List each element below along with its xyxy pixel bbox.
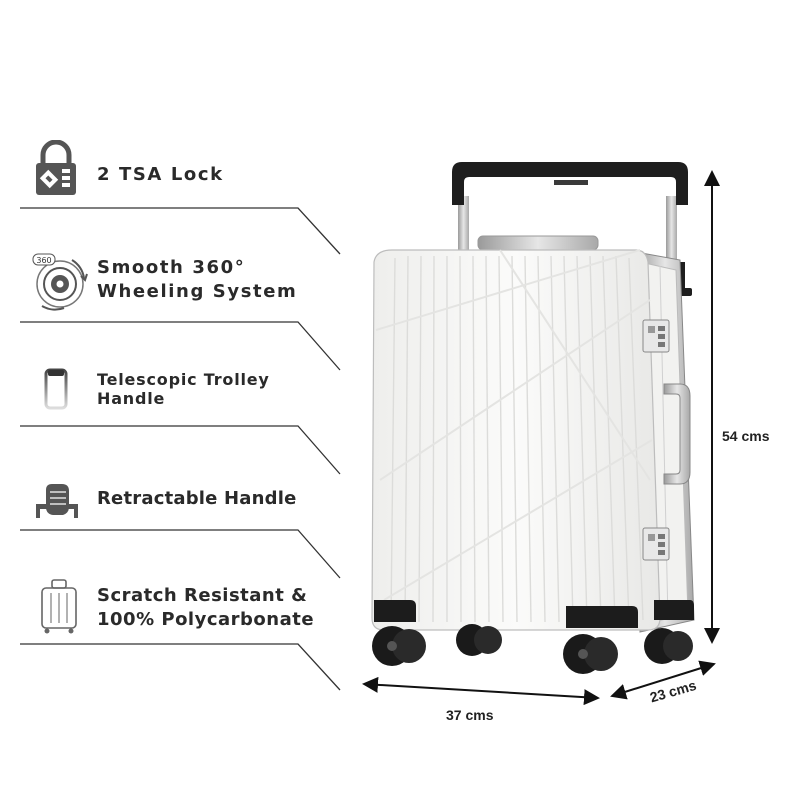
feature-label-line: Wheeling System [97, 281, 298, 302]
divider-line [20, 207, 341, 255]
feature-label-retractable: Retractable Handle [97, 488, 297, 509]
side-carry-handle [663, 383, 691, 485]
height-dimension-label: 54 cms [722, 428, 770, 444]
trolley-pole-right [666, 196, 677, 286]
feature-label-tsa-lock: 2 TSA Lock [97, 164, 224, 185]
divider-line [20, 425, 341, 475]
feature-label-line: Scratch Resistant & [97, 585, 308, 606]
divider-line [20, 529, 341, 579]
tsa-lock-bottom [642, 527, 670, 561]
spinner-wheel [563, 634, 618, 674]
trolley-pole-left [458, 196, 469, 252]
spinner-wheel-icon: 360 [32, 253, 88, 311]
suitcase-front-shell [371, 249, 661, 631]
feature-label-wheels: Smooth 360° Wheeling System [97, 256, 297, 304]
feature-label-line: 2 TSA Lock [97, 164, 224, 185]
feature-label-line: Handle [97, 389, 166, 408]
depth-dimension-arrow [610, 660, 716, 700]
divider-line [20, 321, 341, 371]
feature-label-line: 100% Polycarbonate [97, 609, 315, 630]
spinner-wheel [456, 624, 502, 656]
width-dimension-label: 37 cms [446, 707, 494, 723]
tsa-lock-top [642, 319, 670, 353]
shell-ribs [390, 255, 644, 623]
feature-label-trolley: Telescopic Trolley Handle [97, 370, 270, 408]
suitcase-outline-icon [41, 579, 77, 634]
feature-label-material: Scratch Resistant & 100% Polycarbonate [97, 584, 314, 632]
spinner-wheel [372, 626, 426, 666]
spinner-degree-text: 360 [36, 256, 51, 265]
spinner-wheel [644, 628, 693, 664]
feature-label-line: Smooth 360° [97, 257, 246, 278]
hand-grip-icon [36, 484, 78, 518]
trolley-handle-icon [44, 368, 68, 410]
padlock-icon [36, 140, 76, 195]
width-dimension-arrow [362, 676, 600, 706]
divider-line [20, 643, 341, 691]
feature-label-line: Retractable Handle [97, 488, 297, 509]
top-carry-handle [477, 235, 599, 251]
trolley-grip [452, 162, 688, 205]
feature-label-line: Telescopic Trolley [97, 370, 270, 389]
